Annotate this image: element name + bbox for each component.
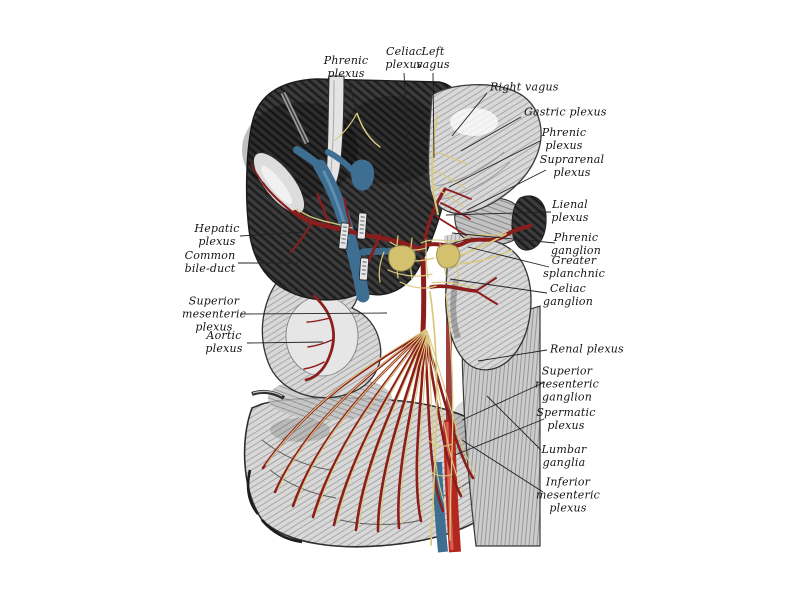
label-lumbar-ganglia: Lumbar ganglia [541, 443, 587, 469]
vessel-tag [358, 257, 370, 281]
label-common-bile-duct: Common bile-duct [184, 249, 236, 275]
label-aortic-plexus: Aortic plexus [205, 329, 243, 355]
label-celiac-plexus: Celiac plexus [385, 45, 423, 71]
cut-duct-stumps [251, 91, 310, 400]
label-suprarenal-plexus: Suprarenal plexus [539, 153, 605, 179]
label-superior-mesenteric-plexus: Superior mesenteric plexus [181, 294, 247, 334]
label-gastric-plexus: Gastric plexus [524, 105, 607, 119]
vessel-tags [338, 212, 370, 281]
gallbladder [252, 151, 306, 215]
leader-lines [238, 72, 556, 493]
celiac-ganglia [388, 243, 461, 272]
label-inferior-mesenteric-plexus: Inferior mesenteric plexus [535, 475, 601, 515]
vessel-tag [356, 212, 368, 240]
label-renal-plexus: Renal plexus [550, 342, 624, 356]
label-phrenic-plexus-top: Phrenic plexus [323, 54, 369, 80]
label-phrenic-ganglion: Phrenic ganglion [550, 231, 602, 257]
stomach [427, 84, 542, 215]
label-right-vagus: Right vagus [490, 80, 559, 94]
label-left-vagus: Left vagus [416, 45, 450, 71]
label-celiac-ganglion: Celiac ganglion [542, 282, 594, 308]
label-spermatic-plexus: Spermatic plexus [536, 406, 596, 432]
label-lienal-plexus: Lienal plexus [551, 198, 589, 224]
label-phrenic-plexus-right: Phrenic plexus [541, 126, 587, 152]
label-superior-mesenteric-ganglion: Superior mesenteric ganglion [534, 364, 600, 404]
spleen [511, 195, 547, 251]
vessel-tag [338, 222, 350, 250]
label-greater-splanchnic: Greater splanchnic [543, 254, 605, 280]
label-hepatic-plexus: Hepatic plexus [194, 222, 240, 248]
